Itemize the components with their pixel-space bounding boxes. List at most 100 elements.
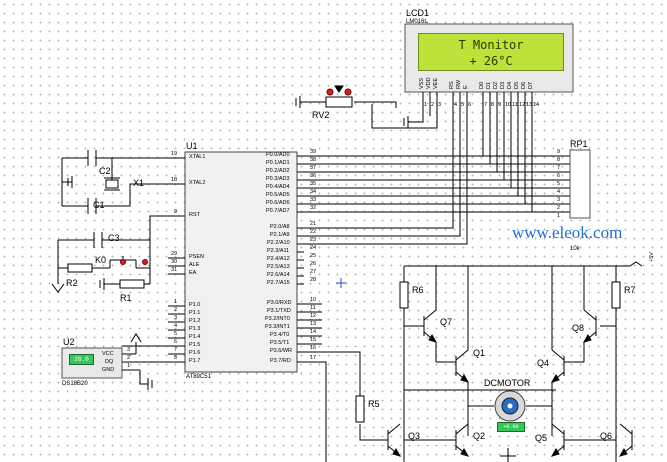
c3-label: C3 <box>108 233 120 243</box>
probe-cursor <box>336 278 346 288</box>
transistor-q6[interactable] <box>618 423 633 457</box>
mcu-pin-number: 11 <box>310 305 316 311</box>
lcd-pin-number: 13 <box>526 102 533 108</box>
q2-label: Q2 <box>473 431 486 441</box>
mcu-pin-p2-3: P2.3/A11 <box>267 248 290 254</box>
rp1-pin-number: 4 <box>557 189 561 195</box>
mcu-pin-psen: PSEN <box>189 254 204 260</box>
mcu-pin-xtal2: XTAL2 <box>189 180 206 186</box>
mcu-pin-p0-1: P0.1/AD1 <box>266 160 290 166</box>
rp1-pin-number: 7 <box>557 165 561 171</box>
mcu-pin-number: 5 <box>174 331 178 337</box>
transistor-q1[interactable] <box>455 349 470 383</box>
mcu-pin-number: 3 <box>174 315 178 321</box>
lcd-screen: T Monitor + 26°C <box>418 33 564 71</box>
rv2-wiper-arrow <box>334 85 344 93</box>
mcu-pin-number: 18 <box>171 177 178 183</box>
resistor-r2[interactable] <box>67 263 93 273</box>
lcd-pin-number: 1 <box>424 102 428 108</box>
resistor-r6[interactable] <box>399 281 409 309</box>
mcu-pin-number: 38 <box>310 157 317 163</box>
transistor-q4[interactable] <box>550 349 565 383</box>
lcd-pin-d3: D3 <box>500 81 506 89</box>
mcu-pin-number: 39 <box>310 149 317 155</box>
resistor-r1[interactable] <box>119 279 145 289</box>
lcd-pin-d6: D6 <box>521 81 527 89</box>
mcu-pin-p1-6: P1.6 <box>189 350 201 356</box>
ds18b20-part: DS18B20 <box>62 381 88 387</box>
transistor-q3[interactable] <box>387 423 402 457</box>
ds18b20-ref: U2 <box>63 337 75 347</box>
mcu-pin-number: 37 <box>310 165 317 171</box>
lcd-pin-number: 3 <box>438 102 442 108</box>
transistor-q7[interactable] <box>423 309 438 343</box>
lcd-pin-vee: VEE <box>433 77 439 89</box>
k0-press-button[interactable] <box>120 259 126 265</box>
capacitor-c3[interactable] <box>93 232 103 248</box>
capacitor-c1[interactable] <box>87 198 97 214</box>
mcu-pin-xtal1: XTAL1 <box>189 154 206 160</box>
ds18b20-pin-number: 3 <box>127 347 131 353</box>
lcd-pin-d5: D5 <box>514 81 520 89</box>
k0-release-button[interactable] <box>142 259 148 265</box>
lcd-line-1: T Monitor <box>458 38 524 52</box>
mcu-pin-number: 22 <box>310 229 317 235</box>
rp1-pin-number: 3 <box>557 197 561 203</box>
ds18b20-pin-vcc: VCC <box>102 351 114 357</box>
mcu-pin-number: 16 <box>310 345 317 351</box>
x1-label: X1 <box>133 178 145 188</box>
mcu-pin-number: 12 <box>310 313 317 319</box>
mcu-pin-rst: RST <box>189 212 200 218</box>
mcu-pin-p2-2: P2.2/A10 <box>267 240 290 246</box>
mcu-pin-p0-2: P0.2/AD2 <box>266 168 290 174</box>
mcu-pin-number: 23 <box>310 237 317 243</box>
mcu-left-pin-stubs <box>168 157 185 363</box>
transistor-q5[interactable] <box>550 423 565 457</box>
mcu-pin-p1-7: P1.7 <box>189 358 201 364</box>
mcu-pin-number: 29 <box>171 251 178 257</box>
lcd-pin-number: 10 <box>505 102 512 108</box>
transistor-q2[interactable] <box>455 423 470 457</box>
resistor-r5[interactable] <box>355 395 365 423</box>
mcu-pin-p1-5: P1.5 <box>189 342 201 348</box>
lcd-pin-d4: D4 <box>507 81 513 89</box>
mcu-pin-number: 2 <box>174 307 178 313</box>
reset-circuit <box>51 215 168 293</box>
rp1-ref: RP1 <box>570 139 588 149</box>
mcu-pin-ea: EA <box>189 270 197 276</box>
resistor-r7[interactable] <box>611 281 621 309</box>
q4-label: Q4 <box>537 358 550 368</box>
lcd-pin-number: 5 <box>461 102 465 108</box>
mcu-pin-number: 8 <box>174 355 178 361</box>
rv2-increase-button[interactable] <box>326 88 334 96</box>
mcu-pin-p0-6: P0.6/AD6 <box>266 200 290 206</box>
lcd-pin-vss: VSS <box>419 77 425 89</box>
mcu-pin-number: 33 <box>310 197 317 203</box>
lcd-pin-rs: RS <box>449 81 455 89</box>
transistor-q8[interactable] <box>582 309 597 343</box>
lcd-part: LM016L <box>406 19 428 25</box>
lcd-pin-number: 6 <box>468 102 472 108</box>
rp1-body[interactable] <box>569 149 591 219</box>
rp1-pin-number: 6 <box>557 173 561 179</box>
lcd-pin-d1: D1 <box>486 81 492 89</box>
mcu-pin-number: 1 <box>174 299 178 305</box>
rv2-decrease-button[interactable] <box>344 88 352 96</box>
lcd-data-bus <box>304 110 560 213</box>
lcd-pin-number: 7 <box>484 102 488 108</box>
rp1-pin-number: 8 <box>557 157 561 163</box>
mcu-pin-p2-1: P2.1/A9 <box>270 232 290 238</box>
mcu-pin-p0-0: P0.0/AD0 <box>266 152 290 158</box>
ds18b20-pin-dq: DQ <box>105 359 114 365</box>
mcu-pin-p1-2: P1.2 <box>189 318 201 324</box>
mcu-body[interactable] <box>184 151 298 373</box>
crystal-x1[interactable] <box>105 179 119 189</box>
mcu-pin-number: 27 <box>310 269 317 275</box>
capacitor-c2[interactable] <box>87 150 97 166</box>
ds18b20-pin-number: 1 <box>127 363 131 369</box>
rv2-wiring <box>295 96 438 129</box>
rv2-body[interactable] <box>325 96 353 108</box>
mcu-pin-number: 13 <box>310 321 317 327</box>
q8-label: Q8 <box>572 323 585 333</box>
r7-label: R7 <box>624 285 636 295</box>
